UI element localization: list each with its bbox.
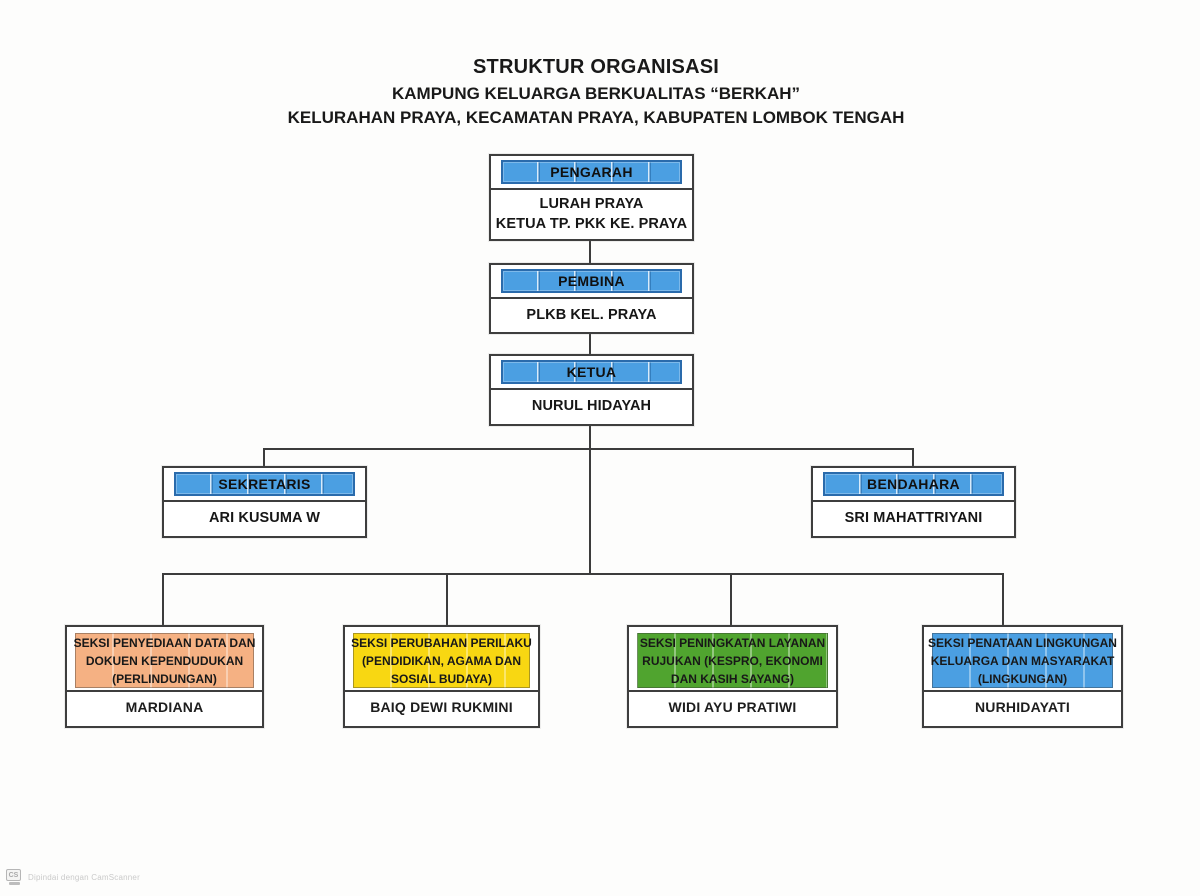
ketua-members: NURUL HIDAYAH	[491, 390, 692, 422]
seksi-1-colored-banner: SEKSI PENYEDIAAN DATA DAN DOKUEN KEPENDU…	[73, 633, 256, 688]
seksi-2-header: SEKSI PERUBAHAN PERILAKU (PENDIDIKAN, AG…	[345, 627, 538, 692]
connector-ketua-down	[589, 426, 591, 574]
node-seksi-perlindungan: SEKSI PENYEDIAAN DATA DAN DOKUEN KEPENDU…	[65, 625, 264, 728]
ketua-role-label: KETUA	[566, 364, 617, 380]
node-pengarah: PENGARAH LURAH PRAYA KETUA TP. PKK KE. P…	[489, 154, 694, 241]
seksi-2-label-line2: (PENDIDIKAN, AGAMA DAN	[361, 653, 522, 668]
seksi-2-label-line1: SEKSI PERUBAHAN PERILAKU	[351, 635, 532, 650]
connector-pembina-ketua	[589, 334, 591, 354]
pengarah-member-1: LURAH PRAYA	[539, 195, 644, 212]
connector-drop-seksi-1	[162, 573, 164, 625]
pembina-role-label: PEMBINA	[558, 273, 625, 289]
pengarah-banner-bar: PENGARAH	[501, 160, 682, 184]
bendahara-role-banner: BENDAHARA	[813, 468, 1014, 502]
camscanner-icon: CS	[6, 869, 22, 885]
pengarah-role-label: PENGARAH	[550, 164, 633, 180]
ketua-role-banner: KETUA	[491, 356, 692, 390]
sekretaris-role-label: SEKRETARIS	[218, 476, 311, 492]
seksi-4-label-line1: SEKSI PENATAAN LINGKUNGAN	[928, 635, 1117, 650]
sekretaris-role-banner: SEKRETARIS	[164, 468, 365, 502]
seksi-2-member: BAIQ DEWI RUKMINI	[370, 699, 513, 715]
seksi-4-colored-banner: SEKSI PENATAAN LINGKUNGAN KELUARGA DAN M…	[928, 633, 1117, 688]
connector-pengarah-pembina	[589, 241, 591, 263]
seksi-3-header: SEKSI PENINGKATAN LAYANAN RUJUKAN (KESPR…	[629, 627, 836, 692]
connector-drop-seksi-4	[1002, 573, 1004, 625]
node-ketua: KETUA NURUL HIDAYAH	[489, 354, 694, 426]
seksi-2-colored-banner: SEKSI PERUBAHAN PERILAKU (PENDIDIKAN, AG…	[351, 633, 532, 688]
sekretaris-member: ARI KUSUMA W	[208, 510, 320, 526]
node-seksi-penataan-lingkungan: SEKSI PENATAAN LINGKUNGAN KELUARGA DAN M…	[922, 625, 1123, 728]
chart-location-line: KELURAHAN PRAYA, KECAMATAN PRAYA, KABUPA…	[287, 108, 905, 127]
chart-title-block: STRUKTUR ORGANISASI KAMPUNG KELUARGA BER…	[0, 54, 1192, 129]
connector-row3-horizontal	[162, 573, 1004, 575]
seksi-1-member: MARDIANA	[125, 699, 204, 715]
node-sekretaris: SEKRETARIS ARI KUSUMA W	[162, 466, 367, 538]
ketua-member: NURUL HIDAYAH	[531, 398, 652, 414]
chart-subtitle: KAMPUNG KELUARGA BERKUALITAS “BERKAH”	[392, 84, 800, 103]
pembina-member: PLKB KEL. PRAYA	[526, 306, 657, 323]
seksi-1-header: SEKSI PENYEDIAAN DATA DAN DOKUEN KEPENDU…	[67, 627, 262, 692]
pengarah-member-2: KETUA TP. PKK KE. PRAYA	[495, 215, 688, 232]
pengarah-role-banner: PENGARAH	[491, 156, 692, 190]
seksi-3-colored-banner: SEKSI PENINGKATAN LAYANAN RUJUKAN (KESPR…	[637, 633, 828, 688]
seksi-4-label-line2: KELUARGA DAN MASYARAKAT	[930, 653, 1115, 668]
cs-badge-base	[8, 882, 20, 885]
pembina-members: PLKB KEL. PRAYA	[491, 299, 692, 330]
cs-badge-icon: CS	[6, 869, 21, 881]
bendahara-members: SRI MAHATTRIYANI	[813, 502, 1014, 534]
ketua-banner-bar: KETUA	[501, 360, 682, 384]
node-pembina: PEMBINA PLKB KEL. PRAYA	[489, 263, 694, 334]
seksi-1-label-line3: (PERLINDUNGAN)	[112, 671, 217, 686]
node-seksi-perubahan-perilaku: SEKSI PERUBAHAN PERILAKU (PENDIDIKAN, AG…	[343, 625, 540, 728]
connector-drop-seksi-3	[730, 573, 732, 625]
pembina-role-banner: PEMBINA	[491, 265, 692, 299]
connector-drop-bendahara	[912, 448, 914, 466]
chart-title: STRUKTUR ORGANISASI	[472, 56, 720, 78]
pembina-banner-bar: PEMBINA	[501, 269, 682, 293]
node-seksi-layanan-rujukan: SEKSI PENINGKATAN LAYANAN RUJUKAN (KESPR…	[627, 625, 838, 728]
bendahara-member: SRI MAHATTRIYANI	[844, 510, 983, 526]
seksi-3-member: WIDI AYU PRATIWI	[668, 699, 797, 715]
bendahara-role-label: BENDAHARA	[867, 476, 960, 492]
seksi-4-header: SEKSI PENATAAN LINGKUNGAN KELUARGA DAN M…	[924, 627, 1121, 692]
seksi-1-label-line1: SEKSI PENYEDIAAN DATA DAN	[73, 635, 256, 650]
sekretaris-members: ARI KUSUMA W	[164, 502, 365, 534]
watermark-text: Dipindai dengan CamScanner	[28, 873, 140, 882]
connector-drop-sekretaris	[263, 448, 265, 466]
sekretaris-banner-bar: SEKRETARIS	[174, 472, 355, 496]
seksi-1-label-line2: DOKUEN KEPENDUDUKAN	[85, 653, 244, 668]
seksi-3-label-line2: RUJUKAN (KESPRO, EKONOMI	[642, 653, 823, 668]
pengarah-members: LURAH PRAYA KETUA TP. PKK KE. PRAYA	[491, 190, 692, 237]
bendahara-banner-bar: BENDAHARA	[823, 472, 1004, 496]
seksi-3-label-line1: SEKSI PENINGKATAN LAYANAN	[639, 635, 826, 650]
seksi-4-member: NURHIDAYATI	[974, 699, 1071, 715]
camscanner-watermark: CS Dipindai dengan CamScanner	[6, 869, 140, 885]
seksi-2-label-line3: SOSIAL BUDAYA)	[391, 671, 492, 686]
connector-drop-seksi-2	[446, 573, 448, 625]
seksi-3-label-line3: DAN KASIH SAYANG)	[670, 671, 795, 686]
node-bendahara: BENDAHARA SRI MAHATTRIYANI	[811, 466, 1016, 538]
seksi-4-label-line3: (LINGKUNGAN)	[977, 671, 1068, 686]
connector-row2-horizontal	[263, 448, 914, 450]
